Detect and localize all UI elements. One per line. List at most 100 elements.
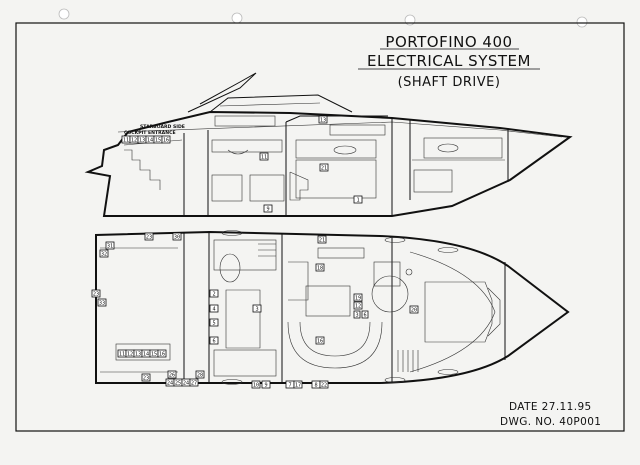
plan-tag: 25 [173, 378, 183, 387]
profile-tag: 9 [263, 204, 273, 213]
profile-tag: 13 [137, 135, 147, 144]
cockpit-entrance-text: COCKPIT ENTRANCE [124, 130, 176, 136]
svg-text:17: 17 [295, 383, 301, 389]
plan-tag: 5 [209, 318, 219, 327]
svg-text:16: 16 [159, 352, 165, 358]
profile-tag: 15 [153, 135, 163, 144]
plan-tag: 9 [261, 380, 271, 389]
plan-tag: 16 [315, 336, 325, 345]
profile-tag: 13 [318, 115, 328, 124]
svg-text:22: 22 [321, 383, 327, 389]
plan-tag: 10 [251, 380, 261, 389]
svg-text:26: 26 [169, 373, 175, 379]
svg-text:1: 1 [356, 198, 359, 204]
svg-text:2: 2 [212, 292, 215, 298]
title-block: PORTOFINO 400 ELECTRICAL SYSTEM (SHAFT D… [358, 33, 540, 90]
binder-holes [58, 8, 588, 28]
svg-text:27: 27 [191, 381, 197, 387]
svg-text:19: 19 [355, 296, 361, 302]
svg-text:8: 8 [314, 383, 317, 389]
svg-text:23: 23 [146, 235, 152, 241]
svg-text:32: 32 [101, 252, 107, 258]
plan-tag: 11 [117, 349, 127, 358]
plan-tag: 21 [317, 235, 327, 244]
plan-tag: 31 [105, 241, 115, 250]
profile-tag: 21 [319, 163, 329, 172]
svg-text:11: 11 [119, 352, 125, 358]
svg-text:11: 11 [261, 155, 267, 161]
svg-text:11: 11 [123, 138, 129, 144]
plan-tag: 3 [252, 304, 262, 313]
drawing-border [15, 22, 625, 432]
plan-tag: 17 [293, 380, 303, 389]
plan-tag: 30 [172, 232, 182, 241]
plan-tag: 24 [165, 378, 175, 387]
svg-text:13: 13 [135, 352, 141, 358]
cockpit-entrance-label: STARBOARD SIDE COCKPIT ENTRANCE [124, 124, 185, 136]
plan-tag: 6 [209, 336, 219, 345]
plan-tag: 12 [353, 301, 363, 310]
svg-text:23: 23 [143, 376, 149, 382]
svg-text:3: 3 [355, 313, 358, 319]
plan-tag: 16 [157, 349, 167, 358]
svg-text:10: 10 [253, 383, 259, 389]
svg-text:24: 24 [183, 381, 189, 387]
profile-tag: 16 [161, 135, 171, 144]
plan-tag: 4 [209, 304, 219, 313]
profile-tag: 12 [129, 135, 139, 144]
svg-text:31: 31 [107, 244, 113, 250]
plan-tag: 12 [125, 349, 135, 358]
plan-tag: 28 [195, 370, 205, 379]
svg-text:33: 33 [99, 301, 105, 307]
plan-tag: 13 [133, 349, 143, 358]
plan-tag: 26 [167, 370, 177, 379]
date-text: DATE 27.11.95 [509, 401, 592, 413]
svg-text:21: 21 [319, 238, 325, 244]
plan-tag: 23 [91, 289, 101, 298]
plan-tag: 32 [99, 249, 109, 258]
svg-text:6: 6 [212, 339, 215, 345]
svg-text:12: 12 [127, 352, 133, 358]
title-line1: PORTOFINO 400 [385, 33, 512, 51]
profile-tag: 1 [353, 195, 363, 204]
plan-tag: 6 [361, 310, 369, 319]
profile-tag-group: 13 11 21 9 1 11 12 13 14 15 16 [121, 115, 363, 213]
plan-tag: 7 [285, 380, 295, 389]
svg-text:9: 9 [266, 207, 269, 213]
plan-tag: 8 [311, 380, 321, 389]
svg-text:23: 23 [93, 292, 99, 298]
plan-tag: 14 [141, 349, 151, 358]
svg-text:30: 30 [174, 235, 180, 241]
plan-tag: 23 [144, 232, 154, 241]
drawing-meta: DATE 27.11.95 DWG. NO. 40P001 [500, 401, 601, 428]
svg-text:18: 18 [317, 266, 323, 272]
plan-tag: 24 [181, 378, 191, 387]
profile-tag: 11 [259, 152, 269, 161]
plan-tag: 23 [141, 373, 151, 382]
svg-text:24: 24 [167, 381, 173, 387]
plan-tag: 2 [209, 289, 219, 298]
plan-tag: 20 [409, 305, 419, 314]
plan-tag: 15 [149, 349, 159, 358]
svg-text:20: 20 [411, 308, 417, 314]
plan-view [95, 230, 570, 385]
svg-text:16: 16 [163, 138, 169, 144]
profile-tag: 14 [145, 135, 155, 144]
plan-tag: 18 [315, 263, 325, 272]
svg-text:6: 6 [363, 313, 366, 319]
svg-text:15: 15 [155, 138, 161, 144]
svg-text:9: 9 [264, 383, 267, 389]
svg-text:13: 13 [320, 118, 326, 124]
svg-text:14: 14 [147, 138, 153, 144]
svg-text:5: 5 [212, 321, 215, 327]
svg-text:7: 7 [288, 383, 291, 389]
plan-tag: 19 [353, 293, 363, 302]
svg-text:15: 15 [151, 352, 157, 358]
profile-windscreen [209, 94, 353, 113]
plan-tag: 33 [97, 298, 107, 307]
plan-tag: 3 [353, 310, 361, 319]
svg-text:25: 25 [175, 381, 181, 387]
profile-tag: 11 [121, 135, 131, 144]
